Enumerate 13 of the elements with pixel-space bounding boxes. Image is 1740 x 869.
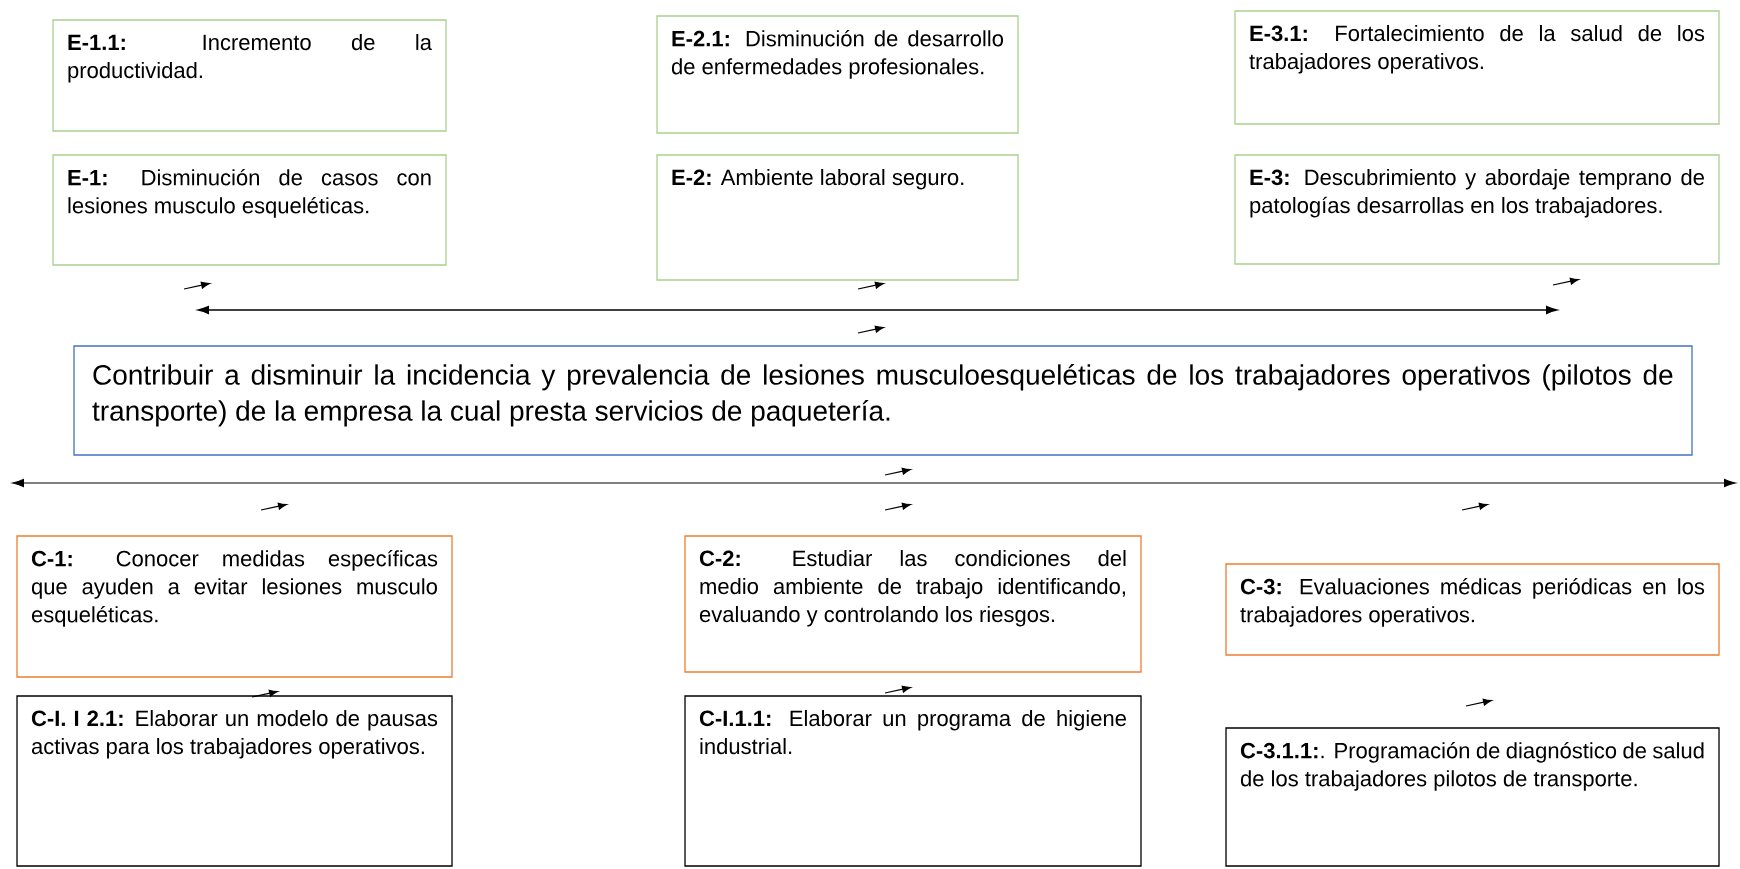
cause-box: C-3: Evaluaciones médicas periódicas en los trabajadores operativos. <box>1225 563 1720 656</box>
effect-box: E-3.1: Fortalecimiento de la salud de los trabajadores operativos. <box>1234 10 1720 125</box>
action-box: C-I. I 2.1: Elaborar un modelo de pausas activas para los trabajadores operativos. <box>16 695 453 867</box>
effect-box: E-2.1: Disminución de desarrollo de enfermedades profesionales. <box>656 15 1019 134</box>
cause-box: C-1: Conocer medidas específicas que ayuden a evitar lesiones musculo esqueléticas. <box>16 535 453 678</box>
action-box: C-I.1.1: Elaborar un programa de higiene industrial. <box>684 695 1142 867</box>
effect-box: E-3: Descubrimiento y abordaje temprano de patologías desarrollas en los trabajadores. <box>1234 154 1720 265</box>
effect-box: E-2: Ambiente laboral seguro. <box>656 154 1019 281</box>
cause-box: C-2: Estudiar las condiciones del medio ambiente de trabajo identificando, evaluando y controlando los riesgos. <box>684 535 1142 673</box>
action-box: C-3.1.1:. Programación de diagnóstico de salud de los trabajadores pilotos de transporte. <box>1225 727 1720 867</box>
effect-box: E-1.1: Incremento de la productividad. <box>52 19 447 132</box>
effect-box: E-1: Disminución de casos con lesiones musculo esqueléticas. <box>52 154 447 266</box>
objective-box: Contribuir a disminuir la incidencia y prevalencia de lesiones musculoesqueléticas de los trabajadores operativos (pilotos de transporte) de la empresa la cual presta servicios de paquetería. <box>73 345 1693 456</box>
